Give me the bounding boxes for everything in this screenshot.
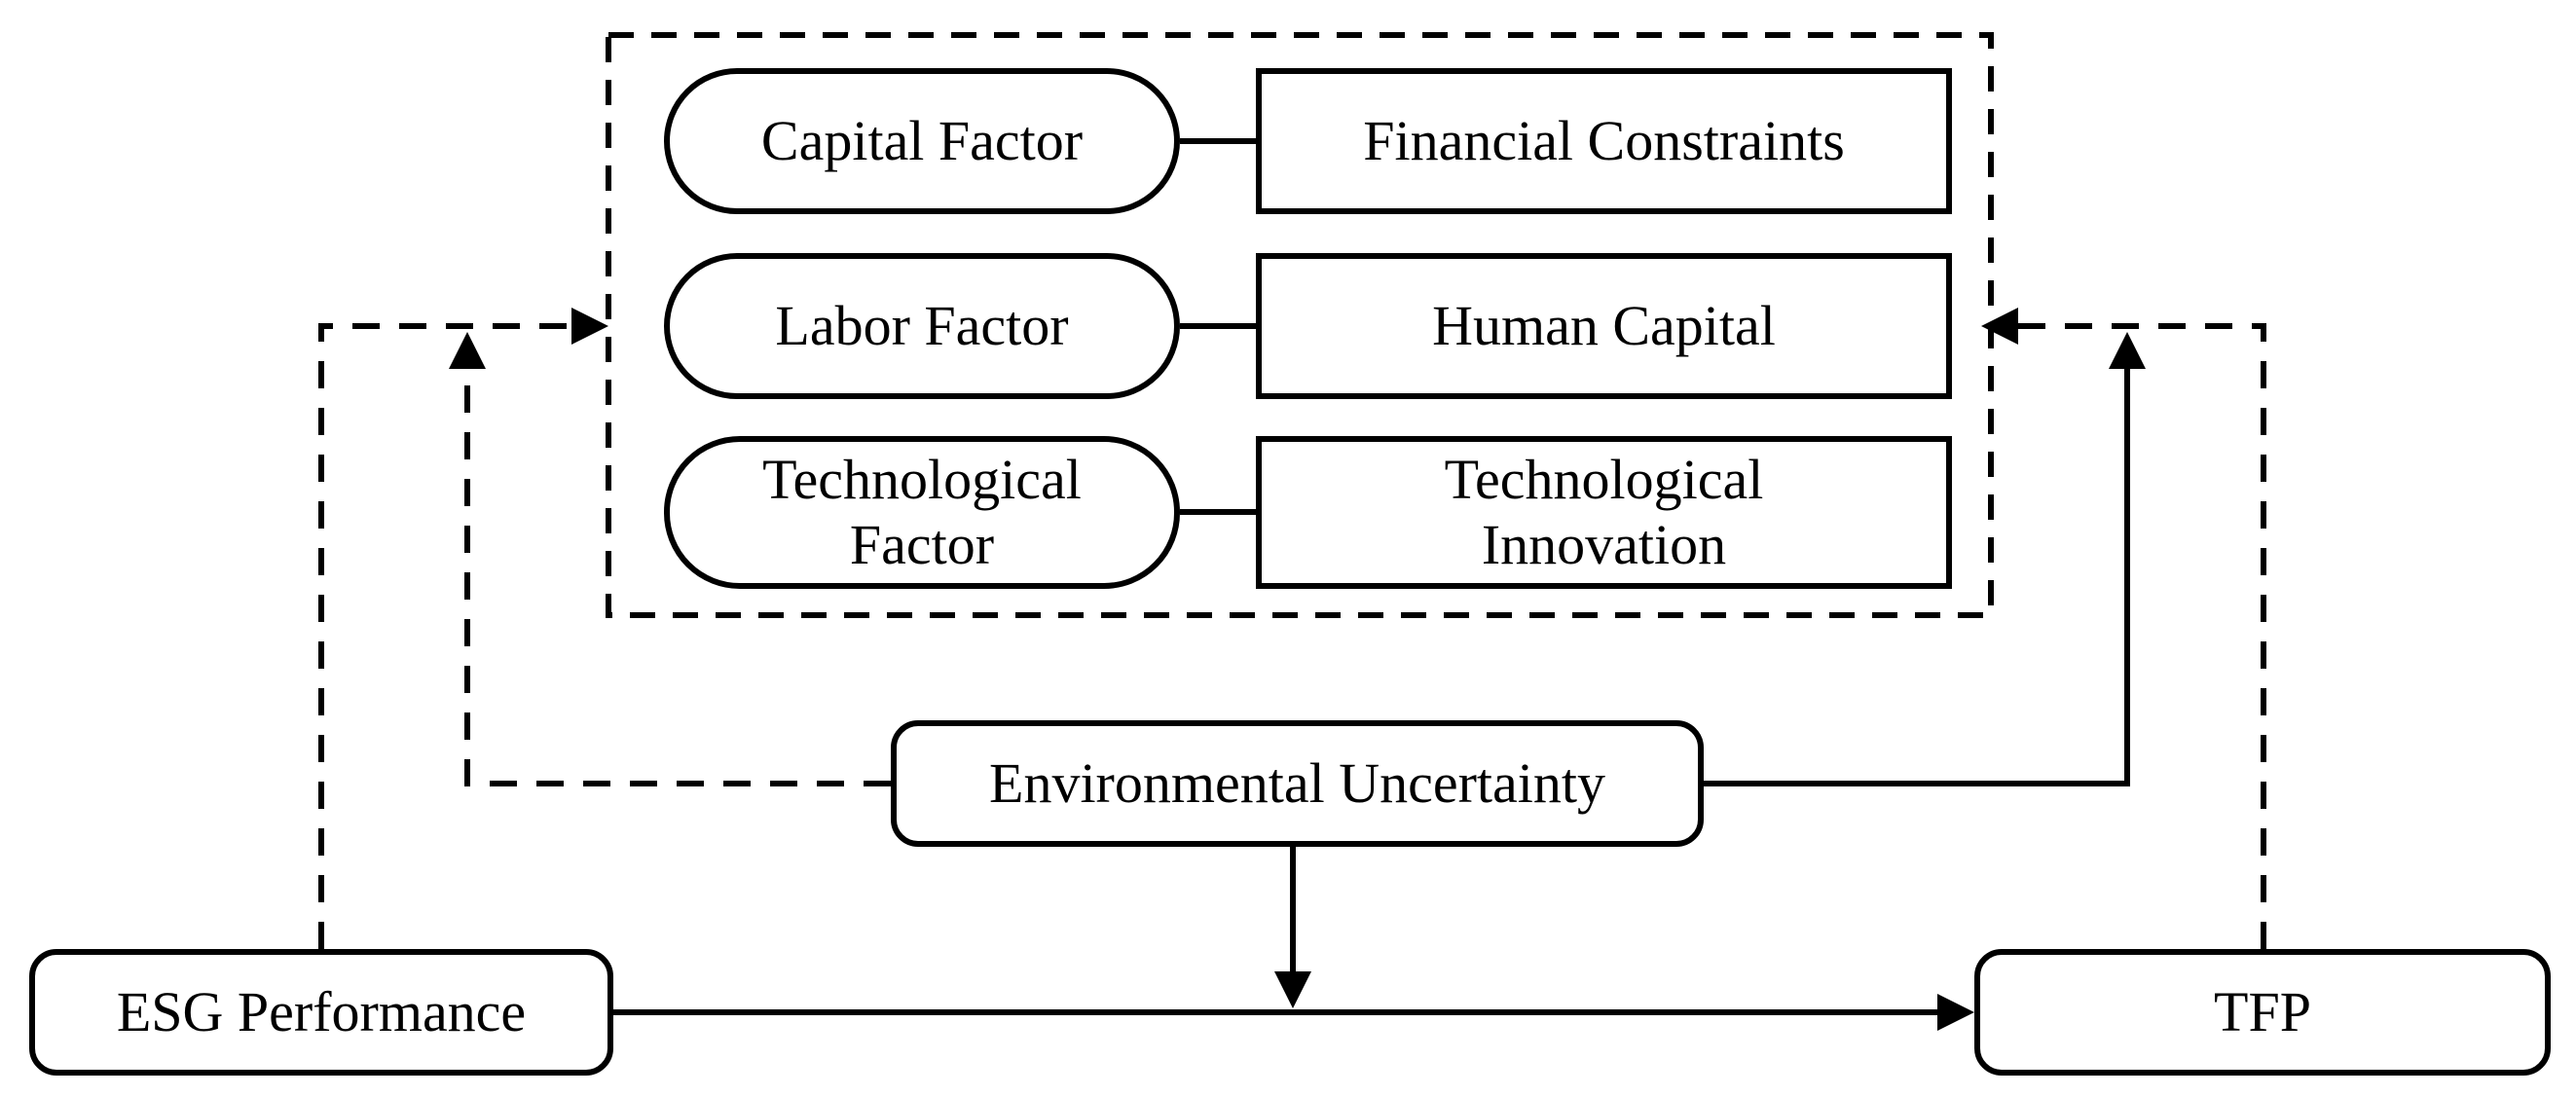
dashed-arrow-eu-to-left-path	[449, 332, 891, 786]
arrowhead-right	[1937, 994, 1974, 1031]
dashed-arrow-esg-to-mediators	[318, 308, 608, 949]
arrowhead-up	[449, 332, 486, 369]
node-label: Financial Constraints	[1363, 108, 1845, 172]
node-label: Technological Innovation	[1444, 447, 1764, 576]
node-label: Human Capital	[1432, 293, 1776, 357]
node-technological-innovation: Technological Innovation	[1256, 436, 1952, 589]
arrowhead-right	[571, 308, 608, 345]
node-financial-constraints: Financial Constraints	[1256, 68, 1952, 214]
node-label: Environmental Uncertainty	[989, 750, 1605, 815]
node-label: Capital Factor	[760, 108, 1084, 172]
factor-mediator-stub-lines	[1180, 138, 1256, 515]
arrowhead-up	[2109, 332, 2146, 369]
node-capital-factor: Capital Factor	[664, 68, 1180, 214]
arrow-eu-to-main-path	[1274, 845, 1311, 1008]
node-label: Technological Factor	[762, 447, 1082, 576]
node-label: ESG Performance	[116, 979, 527, 1043]
arrowhead-down	[1274, 971, 1311, 1008]
arrow-eu-to-right-path	[1704, 332, 2146, 786]
arrow-esg-to-tfp	[613, 994, 1974, 1031]
node-environmental-uncertainty: Environmental Uncertainty	[891, 720, 1704, 847]
node-technological-factor: Technological Factor	[664, 436, 1180, 589]
node-human-capital: Human Capital	[1256, 253, 1952, 399]
dashed-arrow-tfp-to-mediators	[1981, 308, 2266, 949]
arrowhead-left	[1981, 308, 2018, 345]
node-tfp: TFP	[1974, 949, 2551, 1076]
node-esg-performance: ESG Performance	[29, 949, 613, 1076]
node-label: TFP	[2214, 979, 2311, 1043]
node-label: Labor Factor	[775, 293, 1069, 357]
node-labor-factor: Labor Factor	[664, 253, 1180, 399]
